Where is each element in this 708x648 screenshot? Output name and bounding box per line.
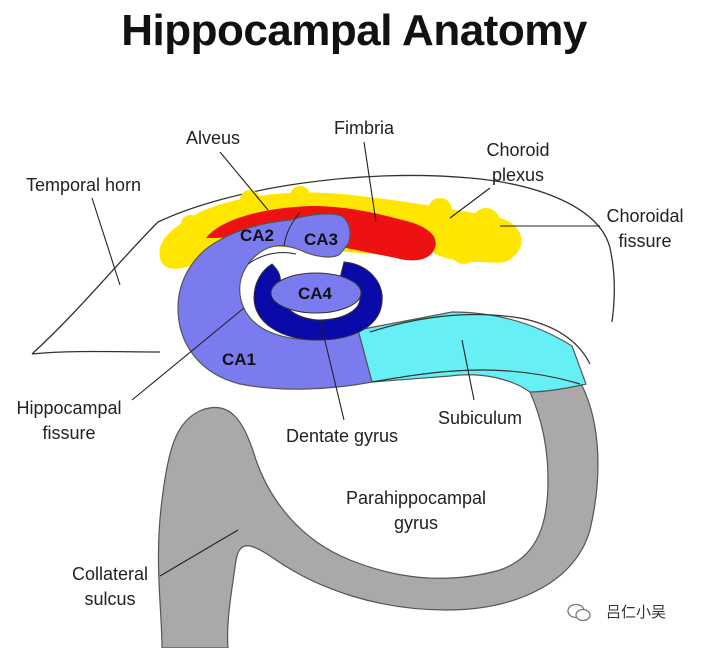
label-choroidal-fissure-line1: Choroidal xyxy=(606,206,684,226)
temporal-horn-floor xyxy=(31,350,161,355)
subiculum xyxy=(357,311,587,393)
cornu-ammonis xyxy=(177,213,373,390)
wechat-icon xyxy=(567,603,591,622)
label-hippocampal-fissure: Hippocampal fissure xyxy=(10,396,128,446)
subiculum-top-edge xyxy=(369,313,591,365)
label-alveus: Alveus xyxy=(186,128,241,148)
label-temporal-horn: Temporal horn xyxy=(26,175,142,195)
region-ca3: CA3 xyxy=(304,230,339,249)
region-ca2: CA2 xyxy=(240,226,275,245)
label-choroidal-fissure-line2: fissure xyxy=(618,231,672,251)
ca4-region xyxy=(270,272,362,314)
label-hippocampal-fissure-line1: Hippocampal xyxy=(16,398,122,418)
label-choroidal-fissure: Choroidal fissure xyxy=(604,204,686,254)
label-subiculum: Subiculum xyxy=(438,408,523,428)
label-collateral-sulcus-line1: Collateral xyxy=(71,564,149,584)
label-hippocampal-fissure-line2: fissure xyxy=(42,423,96,443)
label-choroid-plexus-line1: Choroid xyxy=(486,140,550,160)
label-parahippocampal-gyrus: Parahippocampal gyrus xyxy=(340,486,492,536)
hippocampal-fissure-line xyxy=(247,251,297,265)
parahippocampal-gyrus xyxy=(157,371,599,648)
ca2-ca3-divider xyxy=(283,211,301,247)
page-title: Hippocampal Anatomy xyxy=(121,6,587,55)
watermark: 吕仁小吴 xyxy=(606,603,667,621)
label-choroid-plexus: Choroid plexus xyxy=(484,138,552,188)
leader-lines xyxy=(91,141,600,577)
label-dentate-gyrus: Dentate gyrus xyxy=(286,426,399,446)
temporal-horn-outline xyxy=(31,174,616,355)
label-parahippocampal-gyrus-line2: gyrus xyxy=(393,513,438,533)
label-choroid-plexus-line2: plexus xyxy=(491,165,545,185)
label-parahippocampal-gyrus-line1: Parahippocampal xyxy=(345,488,487,508)
region-ca4: CA4 xyxy=(298,284,333,303)
label-collateral-sulcus: Collateral sulcus xyxy=(62,562,158,612)
label-collateral-sulcus-line2: sulcus xyxy=(84,589,136,609)
region-ca1: CA1 xyxy=(222,350,257,369)
label-fimbria: Fimbria xyxy=(334,118,395,138)
